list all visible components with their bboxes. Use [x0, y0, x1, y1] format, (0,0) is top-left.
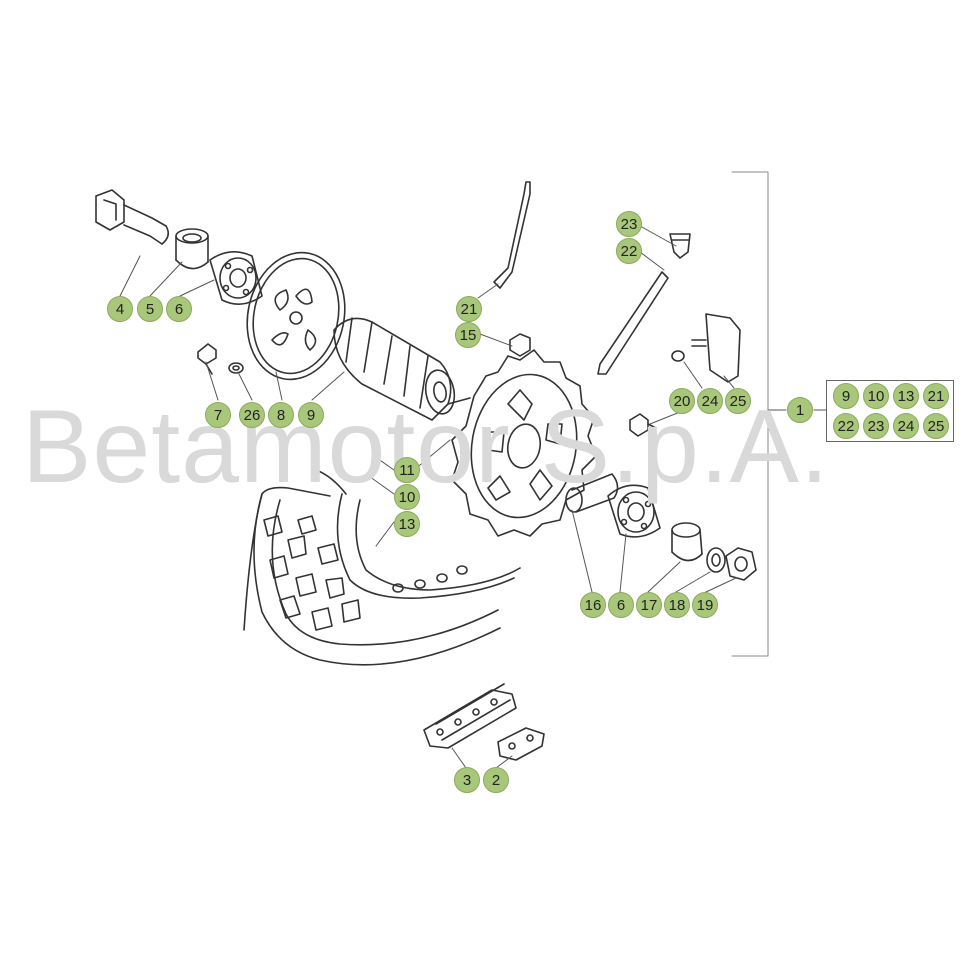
callout-22[interactable]: 22: [616, 238, 642, 264]
spacer-right: [671, 522, 703, 562]
rim-and-tyre: [243, 469, 521, 666]
callout-1[interactable]: 1: [787, 397, 813, 423]
callout-24[interactable]: 24: [697, 388, 723, 414]
kit-item-22[interactable]: 22: [833, 413, 859, 439]
kit-item-24[interactable]: 24: [893, 413, 919, 439]
callout-3[interactable]: 3: [454, 767, 480, 793]
leader-lines: [119, 225, 827, 769]
spoke-nipple: [669, 233, 691, 259]
kit-item-9[interactable]: 9: [833, 383, 859, 409]
callout-2[interactable]: 2: [483, 767, 509, 793]
callout-5[interactable]: 5: [137, 296, 163, 322]
brake-disc: [246, 251, 346, 381]
sprocket: [451, 349, 597, 537]
small-nut: [671, 350, 685, 362]
callout-8[interactable]: 8: [268, 402, 294, 428]
spoke-left: [493, 181, 531, 289]
kit-item-21[interactable]: 21: [923, 383, 949, 409]
callout-16[interactable]: 16: [580, 592, 606, 618]
callout-6[interactable]: 6: [166, 296, 192, 322]
callout-25[interactable]: 25: [725, 388, 751, 414]
nut: [509, 333, 531, 357]
callout-10[interactable]: 10: [394, 484, 420, 510]
callout-6-right[interactable]: 6: [608, 592, 634, 618]
callout-15[interactable]: 15: [455, 322, 481, 348]
callout-19[interactable]: 19: [692, 592, 718, 618]
callout-17[interactable]: 17: [636, 592, 662, 618]
callout-13[interactable]: 13: [394, 511, 420, 537]
axle-nut: [725, 547, 757, 581]
chain-section: [423, 683, 517, 749]
spoke-right: [597, 271, 669, 375]
wheel-hub: [333, 317, 471, 421]
washer-right: [706, 547, 726, 573]
callout-4[interactable]: 4: [107, 296, 133, 322]
callout-23[interactable]: 23: [616, 211, 642, 237]
kit-item-23[interactable]: 23: [863, 413, 889, 439]
assembly-bracket: [731, 171, 769, 657]
callout-9[interactable]: 9: [298, 402, 324, 428]
bearing-left: [209, 251, 263, 305]
disc-screw: [197, 343, 217, 375]
callout-7[interactable]: 7: [205, 402, 231, 428]
callout-18[interactable]: 18: [664, 592, 690, 618]
master-link: [497, 727, 545, 761]
callout-20[interactable]: 20: [669, 388, 695, 414]
bolt: [629, 413, 657, 437]
chain-guide-block: [691, 313, 741, 383]
kit-item-10[interactable]: 10: [863, 383, 889, 409]
washer: [228, 362, 244, 374]
callout-21[interactable]: 21: [456, 296, 482, 322]
bearing-right: [607, 484, 661, 538]
axle: [95, 189, 170, 245]
spacer: [175, 228, 209, 270]
callout-26[interactable]: 26: [239, 402, 265, 428]
callout-11[interactable]: 11: [394, 457, 420, 483]
kit-item-25[interactable]: 25: [923, 413, 949, 439]
kit-item-13[interactable]: 13: [893, 383, 919, 409]
spacer-tube: [565, 473, 619, 513]
